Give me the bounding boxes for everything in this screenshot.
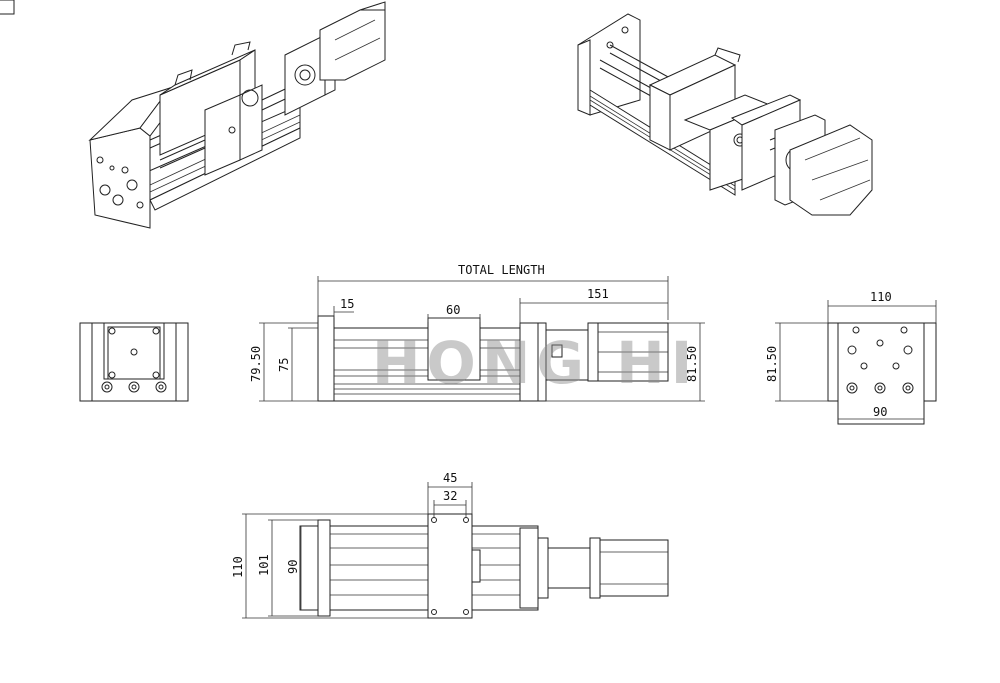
dim-top-101: 101 [257,554,271,576]
dim-151: 151 [587,287,609,301]
isometric-view-left [88,1,386,229]
dim-81-50-side: 81.50 [685,346,699,382]
dim-79-50: 79.50 [249,346,263,382]
dim-top-32: 32 [443,489,457,503]
end-view-left [79,322,189,402]
end-view-right [775,300,937,425]
dim-end-110: 110 [870,290,892,304]
dim-total-length: TOTAL LENGTH [458,263,545,277]
dim-top-110: 110 [231,556,245,578]
side-view [317,315,669,402]
dim-top-45: 45 [443,471,457,485]
dim-end-81-50: 81.50 [765,346,779,382]
dim-75: 75 [277,358,291,372]
dim-top-90: 90 [286,560,300,574]
dim-15: 15 [340,297,354,311]
isometric-view-right [577,13,873,216]
dim-60: 60 [446,303,460,317]
watermark-text: HONG HI [372,329,698,397]
dim-end-90: 90 [873,405,887,419]
top-view [242,482,669,619]
side-view-dimensions [259,276,705,402]
corner-mark [0,0,15,15]
